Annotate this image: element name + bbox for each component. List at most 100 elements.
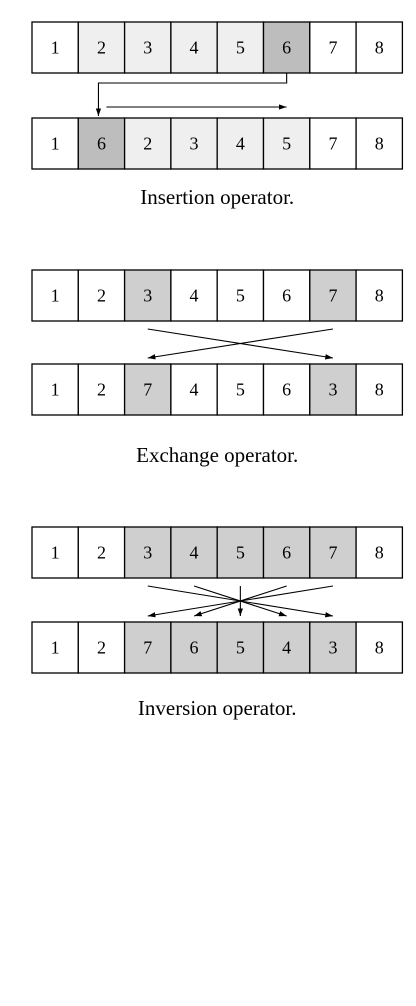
- cell-box: [31, 269, 79, 322]
- cell-box: [355, 269, 404, 322]
- cell-label: 4: [282, 638, 291, 658]
- cell-box: [123, 363, 172, 416]
- cell-label: 3: [328, 380, 337, 400]
- cell-label: 2: [97, 638, 106, 658]
- cell-label: 7: [328, 543, 337, 563]
- cell-box: [31, 21, 79, 74]
- cell-box: [123, 526, 172, 579]
- sequence-cell: 8: [355, 526, 404, 579]
- sequence-cell: 4: [170, 269, 218, 322]
- sequence-cell: 8: [355, 117, 404, 170]
- cell-label: 3: [143, 286, 152, 306]
- sequence-cell: 1: [31, 363, 79, 416]
- cell-label: 8: [375, 134, 384, 154]
- cell-box: [123, 621, 172, 674]
- sequence-cell: 8: [355, 621, 404, 674]
- cell-box: [309, 269, 357, 322]
- sequence-cell: 1: [31, 269, 79, 322]
- cell-label: 8: [375, 38, 384, 58]
- cell-label: 6: [97, 134, 106, 154]
- cell-label: 4: [190, 380, 199, 400]
- cell-label: 6: [190, 638, 199, 658]
- cell-label: 8: [375, 638, 384, 658]
- sequence-cell: 7: [309, 117, 357, 170]
- cell-label: 3: [143, 543, 152, 563]
- cell-label: 8: [375, 543, 384, 563]
- cell-box: [216, 621, 265, 674]
- cell-label: 5: [236, 543, 245, 563]
- sequence-cell: 6: [262, 269, 311, 322]
- cell-label: 7: [328, 286, 337, 306]
- sequence-cell: 3: [123, 526, 172, 579]
- cell-box: [262, 526, 311, 579]
- cell-box: [31, 117, 79, 170]
- operator-caption: Inversion operator.: [138, 696, 297, 720]
- cell-label: 6: [282, 286, 291, 306]
- sequence-cell: 2: [123, 117, 172, 170]
- cell-box: [309, 21, 357, 74]
- cell-label: 4: [190, 286, 199, 306]
- cell-label: 7: [328, 134, 337, 154]
- cell-box: [262, 117, 311, 170]
- sequence-cell: 8: [355, 21, 404, 74]
- cell-box: [170, 117, 218, 170]
- sequence-cell: 4: [170, 363, 218, 416]
- sequence-cell: 5: [216, 21, 265, 74]
- sequence-cell: 7: [309, 526, 357, 579]
- sequence-cell: 4: [262, 621, 311, 674]
- cell-label: 3: [190, 134, 199, 154]
- sequence-cell: 2: [77, 363, 126, 416]
- cell-label: 7: [143, 638, 152, 658]
- sequence-cell: 7: [123, 621, 172, 674]
- cell-box: [123, 269, 172, 322]
- operator-caption: Insertion operator.: [140, 185, 294, 209]
- cell-label: 1: [51, 638, 60, 658]
- swap-arrow: [147, 585, 334, 618]
- sequence-cell: 7: [309, 21, 357, 74]
- cell-box: [262, 621, 311, 674]
- cell-label: 2: [143, 134, 152, 154]
- sequence-cell: 8: [355, 269, 404, 322]
- sequence-cell: 2: [77, 621, 126, 674]
- sequence-cell: 4: [216, 117, 265, 170]
- cell-label: 5: [236, 38, 245, 58]
- sequence-cell: 6: [170, 621, 218, 674]
- sequence-cell: 2: [77, 21, 126, 74]
- cell-label: 3: [328, 638, 337, 658]
- sequence-cell: 7: [309, 269, 357, 322]
- cell-box: [31, 621, 79, 674]
- cell-box: [77, 269, 126, 322]
- cell-box: [309, 621, 357, 674]
- sequence-cell: 4: [170, 21, 218, 74]
- cell-box: [355, 117, 404, 170]
- cell-label: 1: [51, 286, 60, 306]
- sequence-cell: 2: [77, 269, 126, 322]
- sequence-cell: 5: [216, 526, 265, 579]
- sequence-cell: 5: [262, 117, 311, 170]
- sequence-cell: 3: [123, 269, 172, 322]
- cell-box: [216, 526, 265, 579]
- cell-label: 2: [97, 286, 106, 306]
- cell-label: 1: [51, 543, 60, 563]
- cell-label: 8: [375, 380, 384, 400]
- cell-box: [262, 363, 311, 416]
- cell-label: 5: [236, 286, 245, 306]
- sequence-cell: 6: [262, 363, 311, 416]
- sequence-cell: 1: [31, 526, 79, 579]
- cell-label: 4: [190, 543, 199, 563]
- cell-label: 2: [97, 543, 106, 563]
- cell-box: [262, 21, 311, 74]
- cell-label: 2: [97, 38, 106, 58]
- sequence-cell: 3: [170, 117, 218, 170]
- swap-arrow: [147, 328, 334, 360]
- sequence-cell: 3: [309, 363, 357, 416]
- cell-box: [77, 363, 126, 416]
